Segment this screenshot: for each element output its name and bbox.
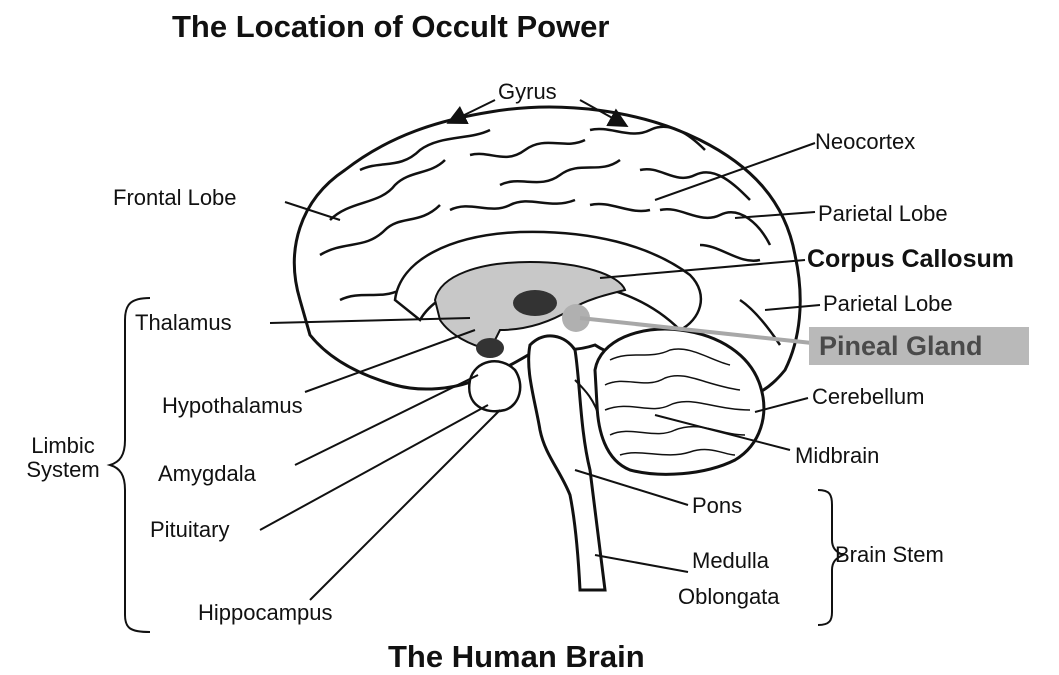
label-medulla-line1: Medulla xyxy=(692,549,769,573)
label-brain-stem: Brain Stem xyxy=(835,543,944,567)
pituitary-shape xyxy=(469,361,520,411)
label-thalamus: Thalamus xyxy=(135,311,232,335)
label-pituitary: Pituitary xyxy=(150,518,229,542)
diagram-caption: The Human Brain xyxy=(388,640,645,674)
label-hypothalamus: Hypothalamus xyxy=(162,394,303,418)
label-medulla-line2: Oblongata xyxy=(678,585,780,609)
hypothalamus-shape xyxy=(476,338,504,358)
diagram-title: The Location of Occult Power xyxy=(172,10,609,44)
limbic-brace xyxy=(110,298,150,632)
label-corpus-callosum: Corpus Callosum xyxy=(807,247,1014,271)
label-amygdala: Amygdala xyxy=(158,462,256,486)
label-frontal-lobe: Frontal Lobe xyxy=(113,186,237,210)
label-pons: Pons xyxy=(692,494,742,518)
label-neocortex: Neocortex xyxy=(815,130,915,154)
label-cerebellum: Cerebellum xyxy=(812,385,925,409)
label-gyrus: Gyrus xyxy=(498,80,557,104)
label-pineal-gland: Pineal Gland xyxy=(819,331,983,361)
pineal-gland-highlight: Pineal Gland xyxy=(809,327,1029,365)
label-limbic-line2: System xyxy=(18,458,108,482)
thalamus-shape xyxy=(513,290,557,316)
label-hippocampus: Hippocampus xyxy=(198,601,333,625)
label-parietal-lobe-lower: Parietal Lobe xyxy=(823,292,953,316)
label-midbrain: Midbrain xyxy=(795,444,879,468)
brain-stem-shape xyxy=(529,336,605,590)
label-limbic-line1: Limbic xyxy=(18,434,108,458)
label-parietal-lobe-upper: Parietal Lobe xyxy=(818,202,948,226)
